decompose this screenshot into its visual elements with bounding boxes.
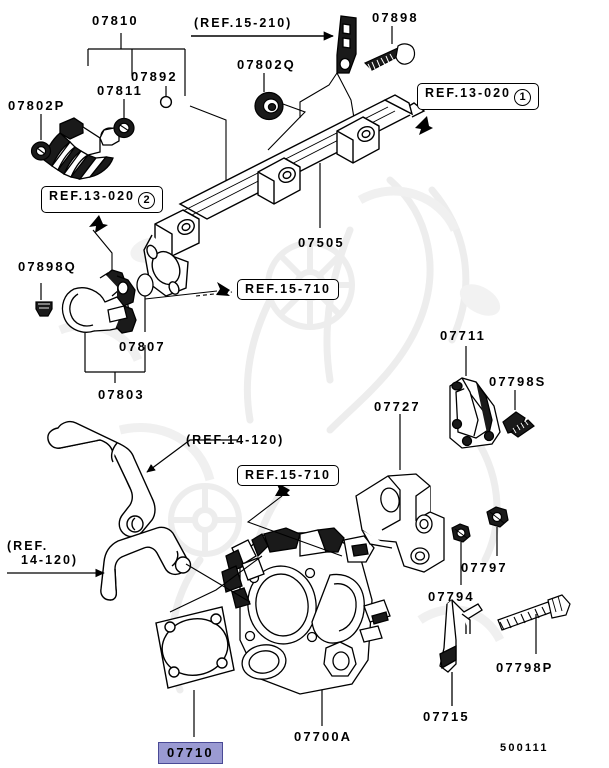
part-number-label[interactable]: 07802P: [8, 98, 66, 113]
part-number-label[interactable]: 07798P: [496, 660, 554, 675]
part-number-label[interactable]: 07711: [440, 328, 486, 343]
reference-box-circled-number: 1: [514, 89, 532, 106]
part-number-label[interactable]: 07898Q: [18, 259, 77, 274]
reference-box-text: REF.13-020: [49, 189, 136, 203]
reference-annotation: (REF.14-120): [186, 433, 284, 447]
part-number-label[interactable]: 07810: [92, 13, 139, 28]
drawing-number: 500111: [500, 742, 549, 754]
reference-annotation-line: (REF.: [7, 539, 49, 553]
part-number-label[interactable]: 07798S: [489, 374, 547, 389]
part-number-label[interactable]: 07898: [372, 10, 419, 25]
reference-annotation-line: 14-120): [21, 553, 79, 567]
part-number-label[interactable]: 07797: [461, 560, 508, 575]
reference-annotation: (REF.15-210): [194, 16, 292, 30]
reference-box[interactable]: REF.15-710: [237, 465, 340, 486]
reference-box-circled-number: 2: [138, 192, 156, 209]
part-number-label[interactable]: 07700A: [294, 729, 353, 744]
part-number-label[interactable]: 07715: [423, 709, 470, 724]
part-number-label[interactable]: 07803: [98, 387, 145, 402]
part-number-label[interactable]: 07794: [428, 589, 475, 604]
part-number-label[interactable]: 07802Q: [237, 57, 296, 72]
reference-annotation: (REF.14-120): [7, 539, 78, 567]
reference-box-text: REF.13-020: [425, 86, 512, 100]
part-number-label[interactable]: 07505: [298, 235, 345, 250]
reference-annotation-line: (REF.15-210): [194, 16, 293, 30]
part-number-label[interactable]: 07807: [119, 339, 166, 354]
reference-annotation-line: (REF.14-120): [186, 433, 285, 447]
highlighted-part-number[interactable]: 07710: [158, 742, 223, 764]
part-number-label[interactable]: 07892: [131, 69, 178, 84]
reference-box-text: REF.15-710: [245, 282, 332, 296]
reference-box[interactable]: REF.15-710: [237, 279, 340, 300]
part-number-label[interactable]: 07727: [374, 399, 421, 414]
part-number-label[interactable]: 07811: [97, 83, 143, 98]
reference-box-text: REF.15-710: [245, 468, 332, 482]
